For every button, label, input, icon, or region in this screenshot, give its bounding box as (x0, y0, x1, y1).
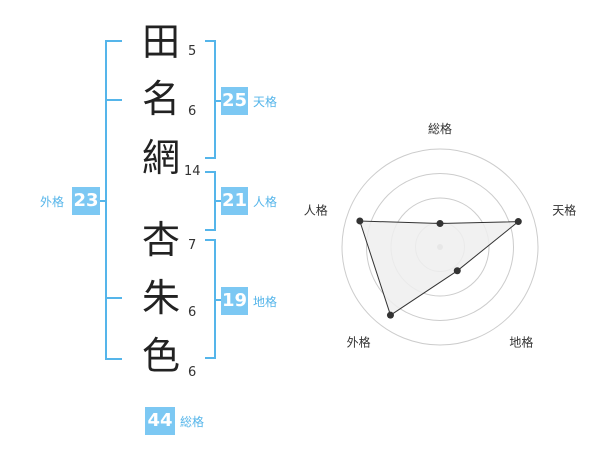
stroke-count-3: 14 (184, 164, 201, 179)
radar-point-1 (436, 219, 444, 227)
name-char-2: 名 (141, 77, 180, 121)
stroke-count-4: 7 (188, 238, 197, 253)
radar-ring-4 (341, 148, 539, 346)
gaikaku-value-badge: 23 (72, 187, 100, 215)
radar-points (356, 217, 522, 319)
radar-point-3 (453, 267, 461, 275)
gaikaku-label: 外格 (40, 195, 65, 209)
stroke-count-1: 5 (188, 44, 197, 59)
name-char-5: 朱 (141, 276, 180, 320)
radar-axis-label-3: 地格 (509, 335, 533, 350)
radar-axis-label-5: 人格 (304, 203, 328, 218)
jinkaku-label: 人格 (253, 195, 278, 209)
name-char-1: 田 (141, 20, 180, 64)
name-char-3: 網 (141, 136, 180, 180)
soukaku-label: 総格 (180, 415, 205, 429)
jinkaku-value-badge: 21 (221, 187, 248, 215)
radar-axis-label-2: 天格 (552, 203, 576, 218)
radar-point-5 (356, 217, 364, 225)
radar-point-2 (514, 218, 522, 226)
radar-axis-label-1: 総格 (428, 121, 452, 136)
tenkaku-bracket (205, 40, 216, 159)
stroke-count-5: 6 (188, 305, 197, 320)
chikaku-value-badge: 19 (221, 287, 248, 315)
soukaku-value-badge: 44 (145, 407, 175, 435)
stroke-count-6: 6 (188, 365, 197, 380)
radar-ring-3 (366, 173, 514, 321)
radar-point-4 (386, 311, 394, 319)
tenkaku-value-badge: 25 (221, 87, 248, 115)
chikaku-label: 地格 (253, 295, 278, 309)
stroke-count-2: 6 (188, 104, 197, 119)
name-char-6: 色 (141, 334, 180, 378)
name-char-4: 杏 (141, 218, 180, 262)
radar-area (359, 220, 520, 316)
radar-axis-label-4: 外格 (347, 335, 371, 350)
tenkaku-label: 天格 (253, 95, 278, 109)
